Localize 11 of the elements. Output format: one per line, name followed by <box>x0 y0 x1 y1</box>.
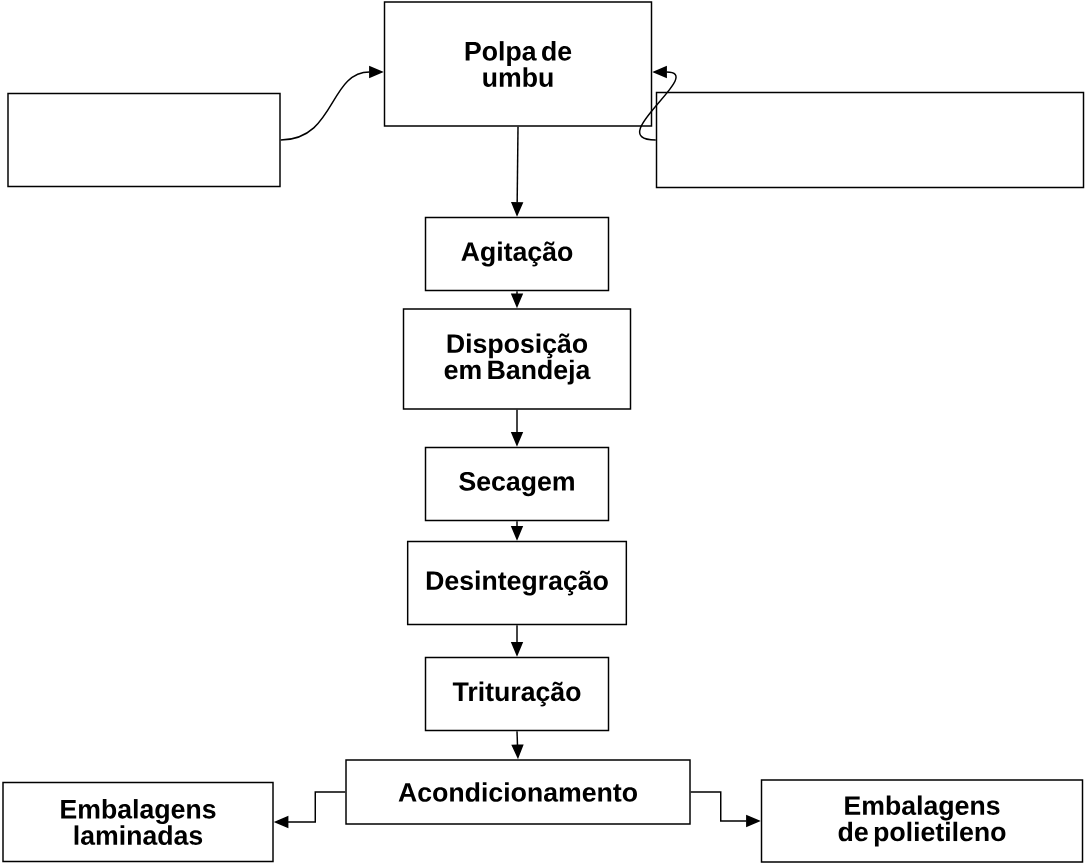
process-box: Agitação <box>424 216 610 292</box>
process-box: Desintegração <box>406 540 628 626</box>
empty-box <box>7 92 281 188</box>
process-box: Polpa de umbu <box>383 1 653 127</box>
process-box: Trituração <box>424 656 610 732</box>
process-box: Embalagens de polietileno <box>760 779 1084 863</box>
process-box: Embalagens laminadas <box>2 781 274 863</box>
empty-box <box>655 91 1085 189</box>
process-box: Secagem <box>424 446 610 522</box>
process-box: Disposição em Bandeja <box>402 308 632 410</box>
process-box: Acondicionamento <box>345 759 691 825</box>
